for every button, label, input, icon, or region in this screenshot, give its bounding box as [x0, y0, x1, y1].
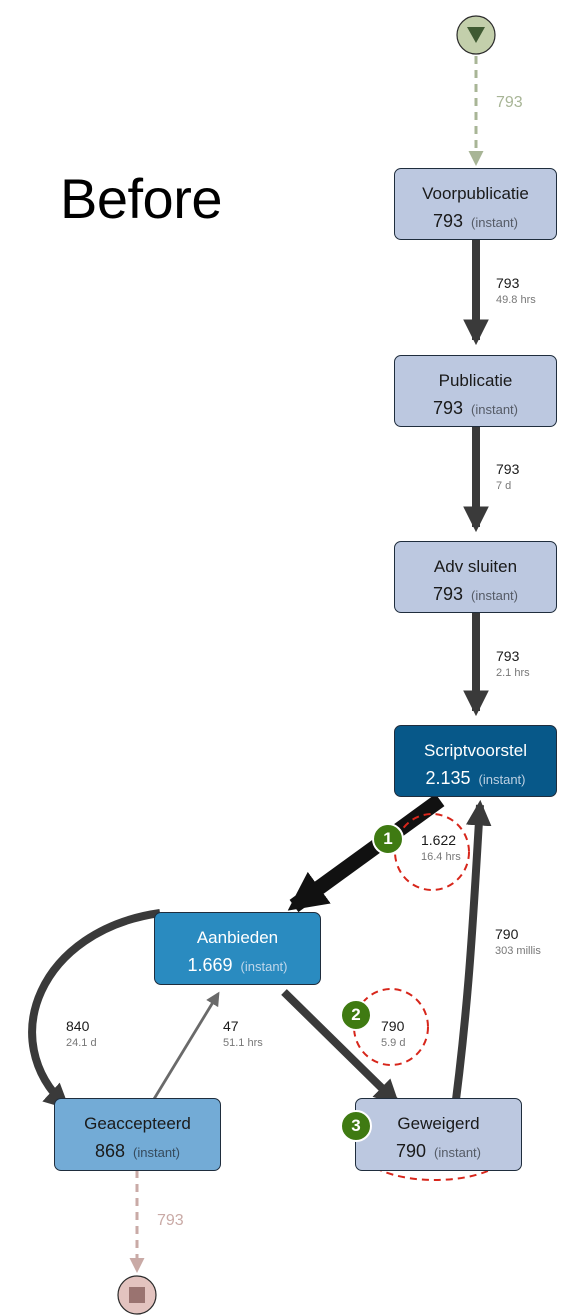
edge-label-scriptvoorstel-to-aanbieden: 1.622 16.4 hrs — [421, 832, 461, 864]
activity-stats: 1.669 (instant) — [155, 954, 320, 978]
activity-count: 793 — [432, 398, 464, 418]
activity-duration: (instant) — [471, 588, 518, 603]
highlight-circle-2 — [353, 988, 429, 1066]
activity-node-geweigerd[interactable]: Geweigerd 790 (instant) — [355, 1098, 522, 1171]
activity-count: 1.669 — [187, 955, 233, 975]
start-node[interactable] — [456, 15, 496, 55]
activity-duration: (instant) — [478, 772, 526, 787]
activity-node-voorpublicatie[interactable]: Voorpublicatie 793 (instant) — [394, 168, 557, 240]
activity-name: Voorpublicatie — [422, 184, 529, 203]
activity-duration: (instant) — [471, 402, 518, 417]
edge-count: 790 — [381, 1018, 405, 1034]
edge-count: 793 — [496, 461, 520, 477]
arc-geweigerd-to-scriptvoorstel — [448, 799, 492, 1131]
activity-count: 790 — [395, 1141, 427, 1161]
triangle-down-icon — [467, 27, 485, 43]
end-node[interactable] — [117, 1275, 157, 1315]
arc-aanbieden-to-geweigerd — [281, 989, 400, 1106]
activity-node-geaccepteerd[interactable]: Geaccepteerd 868 (instant) — [54, 1098, 221, 1171]
edge-count: 1.622 — [421, 832, 457, 848]
edge-time: 16.4 hrs — [421, 851, 461, 864]
activity-duration: (instant) — [471, 215, 518, 230]
edge-time: 24.1 d — [66, 1037, 97, 1050]
activity-node-scriptvoorstel[interactable]: Scriptvoorstel 2.135 (instant) — [394, 725, 557, 797]
edge-count: 793 — [157, 1212, 184, 1229]
annotation-badge-2: 2 — [340, 999, 372, 1031]
arc-geaccepteerd-to-aanbieden — [152, 991, 220, 1100]
activity-duration: (instant) — [240, 959, 288, 974]
edge-label-aanbieden-to-geaccepteerd: 840 24.1 d — [66, 1018, 97, 1050]
arc-aanbieden-to-geaccepteerd — [28, 909, 161, 1110]
edge-count: 793 — [496, 94, 523, 111]
edge-time: 5.9 d — [381, 1037, 406, 1050]
edge-time: 303 millis — [495, 945, 541, 958]
activity-node-aanbieden[interactable]: Aanbieden 1.669 (instant) — [154, 912, 321, 985]
activity-count: 793 — [432, 211, 464, 231]
activity-name: Publicatie — [438, 371, 513, 390]
activity-stats: 868 (instant) — [55, 1140, 220, 1164]
edge-label-geaccepteerd-to-end: 793 — [157, 1212, 184, 1230]
activity-stats: 793 (instant) — [395, 583, 556, 607]
edge-count: 793 — [496, 648, 520, 664]
activity-name: Geaccepteerd — [84, 1114, 191, 1133]
activity-stats: 2.135 (instant) — [395, 767, 556, 791]
activity-node-publicatie[interactable]: Publicatie 793 (instant) — [394, 355, 557, 427]
square-stop-icon — [129, 1287, 145, 1303]
annotation-badge-3: 3 — [340, 1110, 372, 1142]
edge-count: 840 — [66, 1018, 90, 1034]
before-title: Before — [60, 167, 223, 230]
edge-label-geweigerd-to-scriptvoorstel: 790 303 millis — [495, 926, 541, 958]
edge-label-adv-sluiten-to-scriptvoorstel: 793 2.1 hrs — [496, 648, 530, 680]
edge-label-aanbieden-to-geweigerd: 790 5.9 d — [381, 1018, 406, 1050]
edge-time: 51.1 hrs — [223, 1037, 263, 1050]
edge-count: 47 — [223, 1018, 239, 1034]
activity-node-adv-sluiten[interactable]: Adv sluiten 793 (instant) — [394, 541, 557, 613]
edge-label-geaccepteerd-to-aanbieden: 47 51.1 hrs — [223, 1018, 263, 1050]
annotation-badge-1: 1 — [372, 823, 404, 855]
activity-stats: 793 (instant) — [395, 397, 556, 421]
activity-stats: 793 (instant) — [395, 210, 556, 234]
edge-label-publicatie-to-adv-sluiten: 793 7 d — [496, 461, 520, 493]
edge-time: 2.1 hrs — [496, 667, 530, 680]
edge-label-start-to-voorpublicatie: 793 — [496, 94, 523, 112]
edge-count: 793 — [496, 275, 520, 291]
activity-count: 793 — [432, 584, 464, 604]
highlight-circle-1 — [394, 813, 470, 891]
activity-count: 868 — [94, 1141, 126, 1161]
activity-stats: 790 (instant) — [356, 1140, 521, 1164]
edge-label-voorpublicatie-to-publicatie: 793 49.8 hrs — [496, 275, 536, 307]
edge-time: 7 d — [496, 480, 512, 493]
activity-name: Scriptvoorstel — [424, 741, 527, 760]
edge-count: 790 — [495, 926, 519, 942]
edge-time: 49.8 hrs — [496, 294, 536, 307]
activity-name: Adv sluiten — [433, 557, 518, 576]
activity-count: 2.135 — [425, 768, 471, 788]
activity-name: Aanbieden — [196, 928, 279, 947]
activity-name: Geweigerd — [397, 1114, 480, 1133]
activity-duration: (instant) — [133, 1145, 180, 1160]
activity-duration: (instant) — [434, 1145, 481, 1160]
